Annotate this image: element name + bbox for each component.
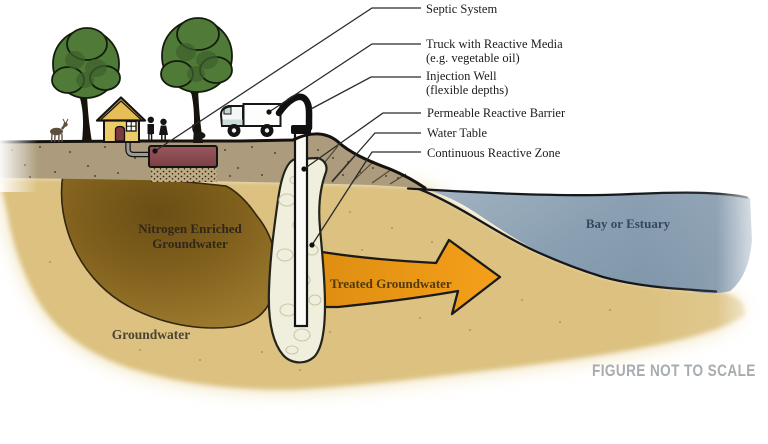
callout-label: Continuous Reactive Zone <box>427 146 561 160</box>
right-fade <box>640 140 768 370</box>
goose-icon <box>192 124 206 142</box>
people-icon <box>147 116 168 142</box>
left-fade <box>0 128 38 192</box>
treated-groundwater-label: Treated Groundwater <box>330 276 452 291</box>
door <box>114 125 126 142</box>
callout-label: Permeable Reactive Barrier <box>427 106 566 120</box>
callout-permeable-reactive-barrier: Permeable Reactive Barrier <box>427 106 565 120</box>
not-to-scale-label: FIGURE NOT TO SCALE <box>592 361 756 380</box>
bay-or-estuary-label: Bay or Estuary <box>585 216 671 231</box>
callout-label: Truck with Reactive Media <box>426 37 563 51</box>
callout-water-table: Water Table <box>427 126 487 140</box>
hose <box>275 93 313 132</box>
window <box>125 120 137 132</box>
nitrogen-plume <box>60 173 278 329</box>
callout-septic-system: Septic System <box>426 2 497 16</box>
leader-lines <box>154 7 421 246</box>
deer-icon <box>50 118 69 143</box>
callout-sublabel: (flexible depths) <box>426 83 509 97</box>
callout-label: Septic System <box>426 2 498 16</box>
callout-continuous-reactive-zone: Continuous Reactive Zone <box>427 146 560 160</box>
injection-well <box>291 125 311 328</box>
septic-tank <box>125 141 218 182</box>
house-icon <box>95 96 147 143</box>
tree-icon <box>160 17 233 143</box>
callout-injection-well: Injection Well(flexible depths) <box>426 69 508 97</box>
groundwater-label: Groundwater <box>111 327 191 342</box>
callout-truck: Truck with Reactive Media(e.g. vegetable… <box>426 37 563 65</box>
callout-sublabel: (e.g. vegetable oil) <box>426 51 520 65</box>
callout-label: Water Table <box>427 126 488 140</box>
leader-dots <box>152 109 315 248</box>
truck-icon <box>219 103 282 137</box>
tree-icon <box>51 27 121 142</box>
sand-speckles <box>49 205 611 371</box>
callout-label: Injection Well <box>426 69 497 83</box>
ground-surface-line <box>0 132 427 190</box>
